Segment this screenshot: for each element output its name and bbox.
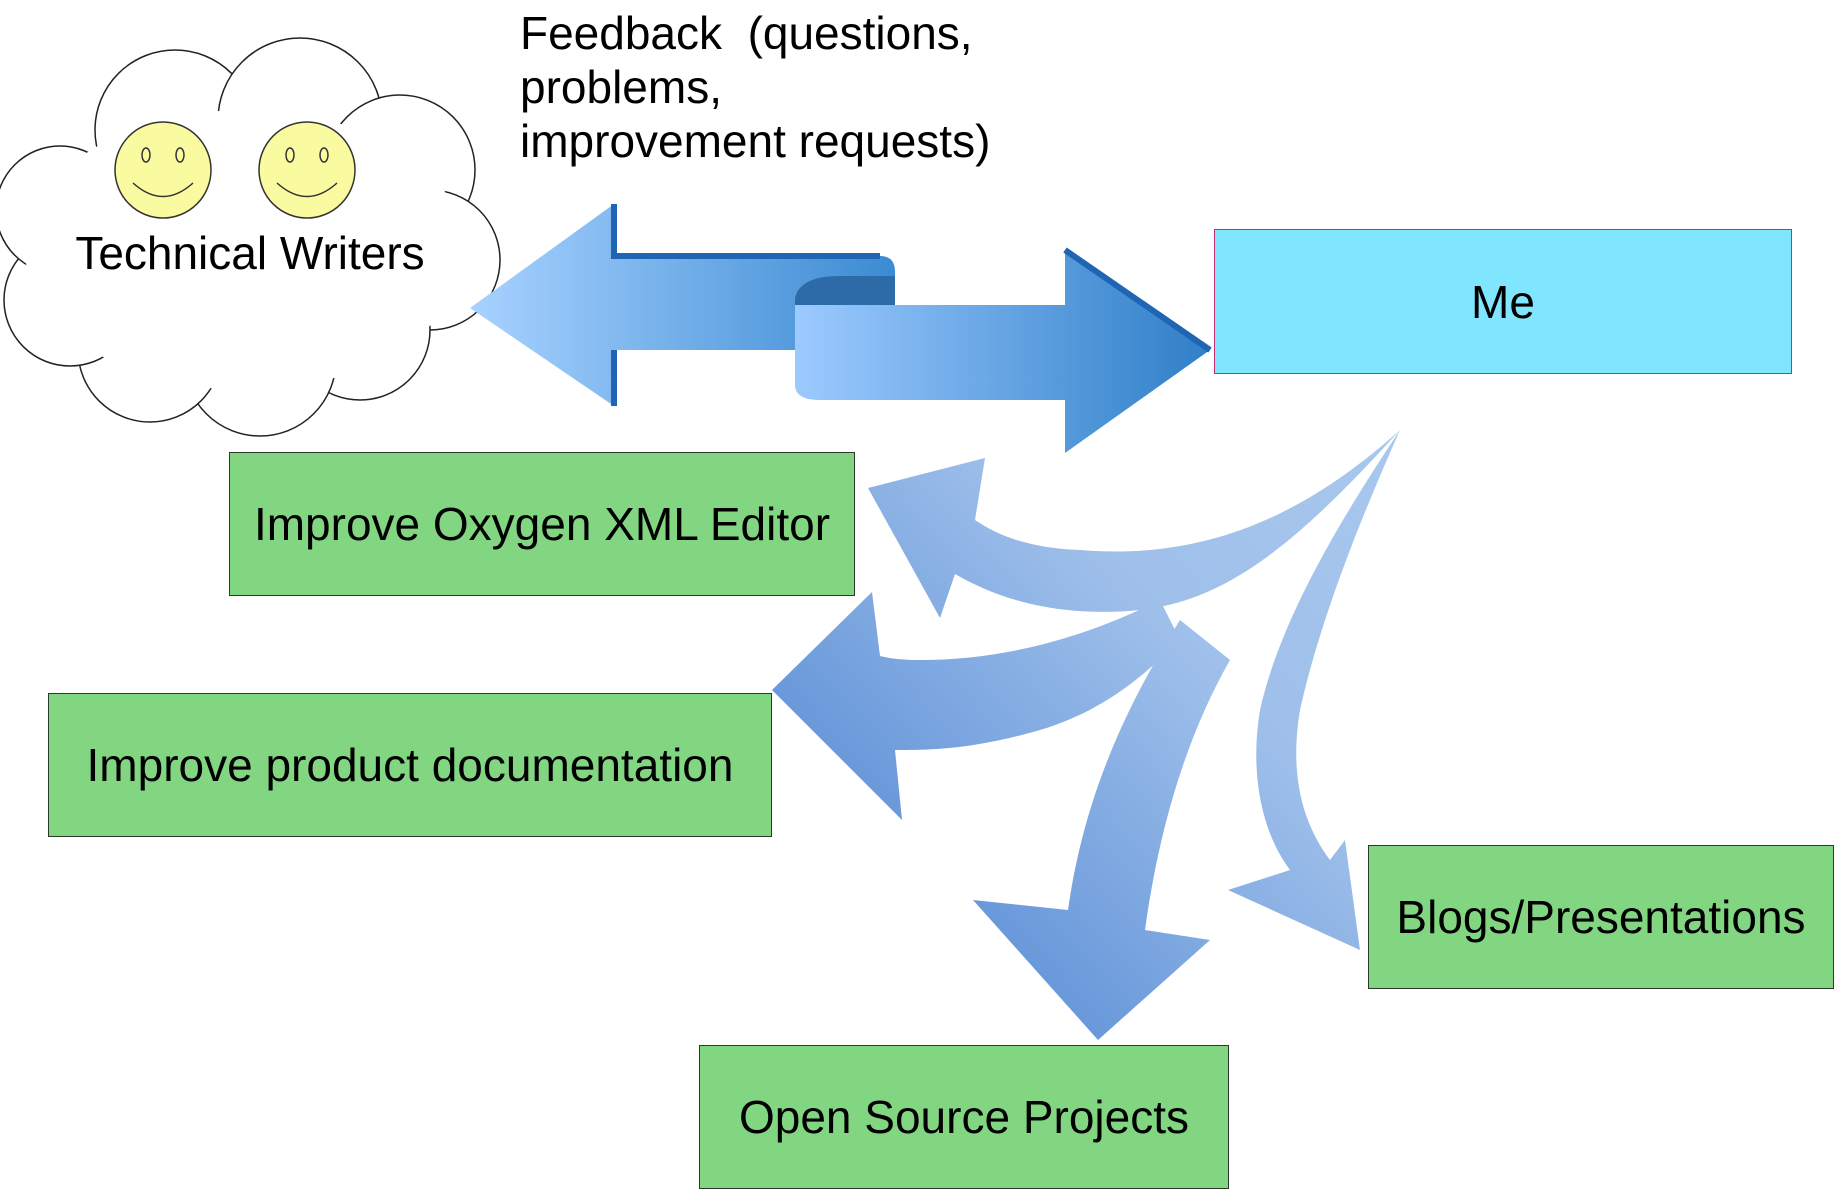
smiley-face-icon <box>114 121 212 219</box>
me-box: Me <box>1214 229 1792 374</box>
improve-docs-label: Improve product documentation <box>86 739 734 791</box>
smiley-face-icon <box>258 121 356 219</box>
arrow-to-blogs <box>1228 430 1400 950</box>
feedback-line: problems, <box>520 61 722 113</box>
arrow-to-oxygen <box>868 430 1400 618</box>
me-label: Me <box>1471 275 1535 328</box>
feedback-line: improvement requests) <box>520 115 991 167</box>
improve-oxygen-label: Improve Oxygen XML Editor <box>253 498 831 550</box>
branch-arrows <box>772 430 1400 1040</box>
blogs-presentations-box: Blogs/Presentations <box>1368 845 1834 989</box>
feedback-bidirectional-arrow <box>470 204 1212 453</box>
open-source-projects-box: Open Source Projects <box>699 1045 1229 1189</box>
arrow-to-oss <box>973 620 1230 1040</box>
improve-docs-box: Improve product documentation <box>48 693 772 837</box>
feedback-label: Feedback (questions, problems, improveme… <box>520 6 990 168</box>
open-source-projects-label: Open Source Projects <box>738 1091 1189 1143</box>
technical-writers-label: Technical Writers <box>75 227 425 279</box>
arrow-to-docs <box>772 592 1180 820</box>
improve-oxygen-box: Improve Oxygen XML Editor <box>229 452 855 596</box>
feedback-line: Feedback (questions, <box>520 7 973 59</box>
blogs-presentations-label: Blogs/Presentations <box>1396 891 1806 943</box>
